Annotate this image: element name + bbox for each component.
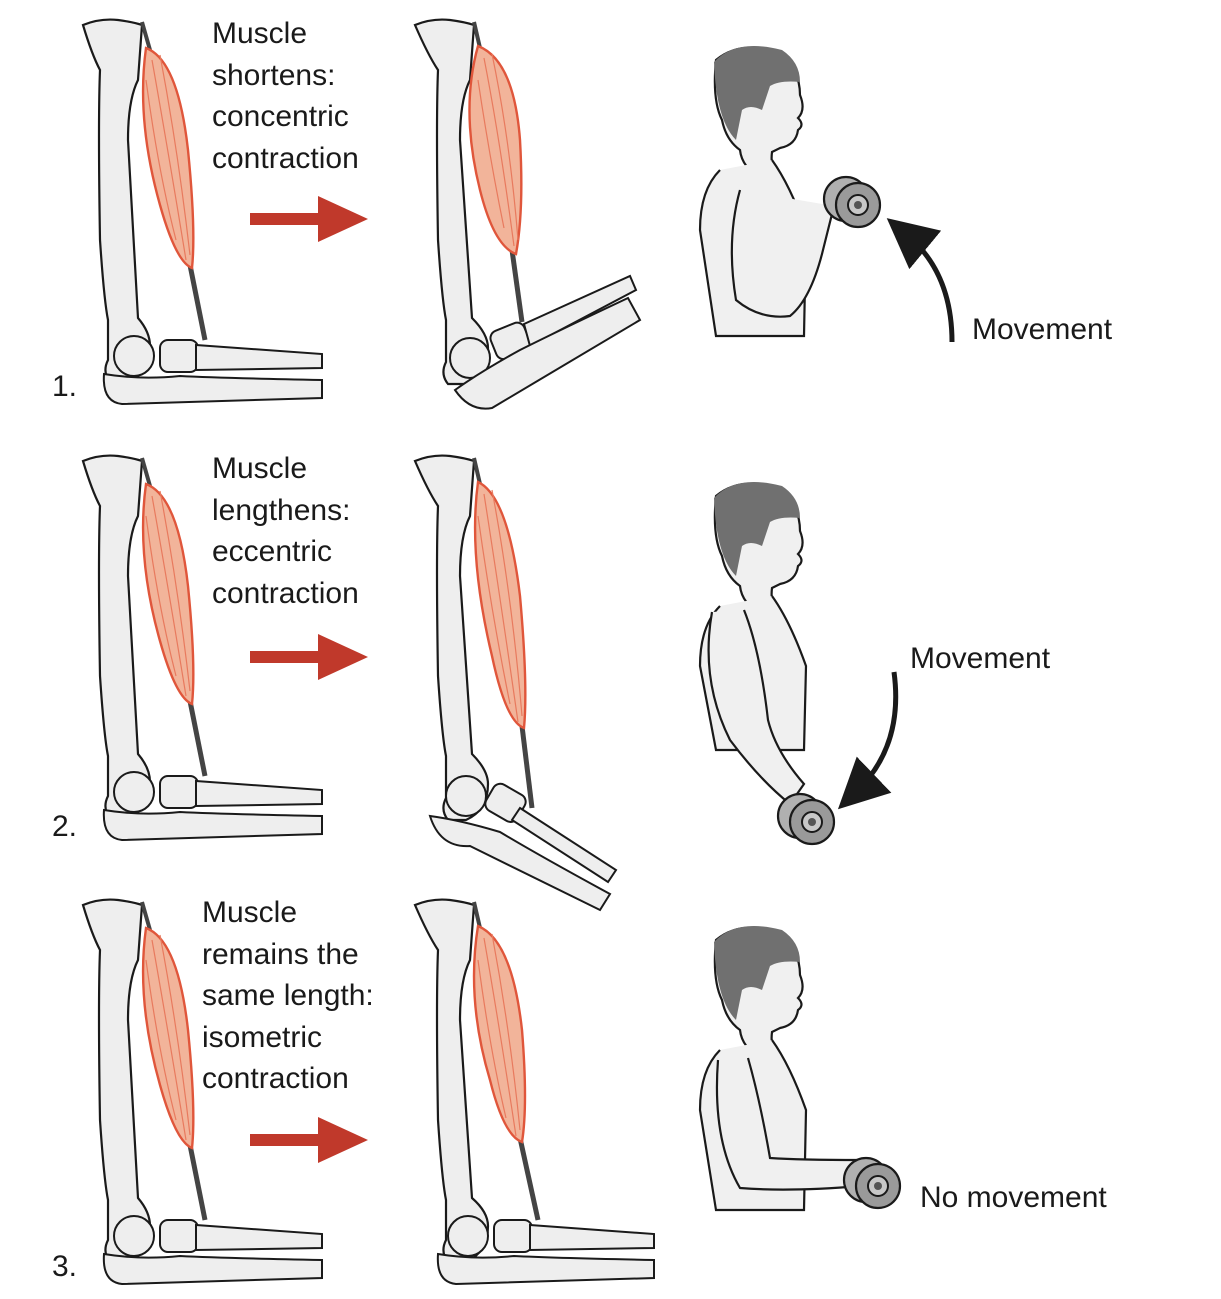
row2-person xyxy=(698,482,836,846)
row2-caption: Muscle lengthens: eccentric contraction xyxy=(212,448,359,614)
row3-caption-line: contraction xyxy=(202,1062,349,1095)
row3-caption-line: isometric xyxy=(202,1020,323,1054)
row1-caption-line: shortens: xyxy=(212,58,336,92)
row1-caption-line: concentric xyxy=(212,100,349,133)
row3-art xyxy=(83,898,655,1286)
row1-movement-arrow xyxy=(886,218,955,343)
row3-red-arrow xyxy=(250,1117,368,1163)
row3-number: 3. xyxy=(52,1250,78,1283)
row1-caption: Muscle shortens: concentric contraction xyxy=(212,13,359,179)
row3-caption-line: Muscle xyxy=(202,896,298,929)
row3-isometric-arm xyxy=(413,898,655,1286)
row1-contracted-arm xyxy=(415,20,640,409)
row1-person xyxy=(698,44,882,338)
row2-art xyxy=(83,454,618,912)
row2-movement-arrow xyxy=(837,671,899,810)
row2-red-arrow xyxy=(250,634,368,680)
row2-dumbbell-icon xyxy=(776,792,836,846)
row1-movement-label: Movement xyxy=(972,313,1113,346)
row3-movement-label: No movement xyxy=(920,1181,1107,1214)
row3-caption-line: same length: xyxy=(202,979,374,1012)
row2-caption-line: contraction xyxy=(212,576,359,610)
row1-number: 1. xyxy=(52,370,78,403)
row2-number: 2. xyxy=(52,810,78,843)
row2-caption-line: eccentric xyxy=(212,535,333,568)
row1-caption-line: contraction xyxy=(212,141,359,175)
row1-red-arrow xyxy=(250,196,368,242)
row2-movement-label: Movement xyxy=(910,642,1051,675)
row2-caption-line: Muscle xyxy=(212,452,308,485)
row2-extended-arm xyxy=(413,454,618,912)
row1-caption-line: Muscle xyxy=(212,17,308,50)
row3-person xyxy=(698,926,902,1212)
row1-dumbbell-icon xyxy=(822,175,882,229)
row3-caption: Muscle remains the same length: isometri… xyxy=(202,892,374,1100)
row2-caption-line: lengthens: xyxy=(212,493,351,527)
row3-caption-line: remains the xyxy=(202,937,359,971)
row3-dumbbell-icon xyxy=(842,1156,902,1210)
row1-art xyxy=(83,20,955,409)
